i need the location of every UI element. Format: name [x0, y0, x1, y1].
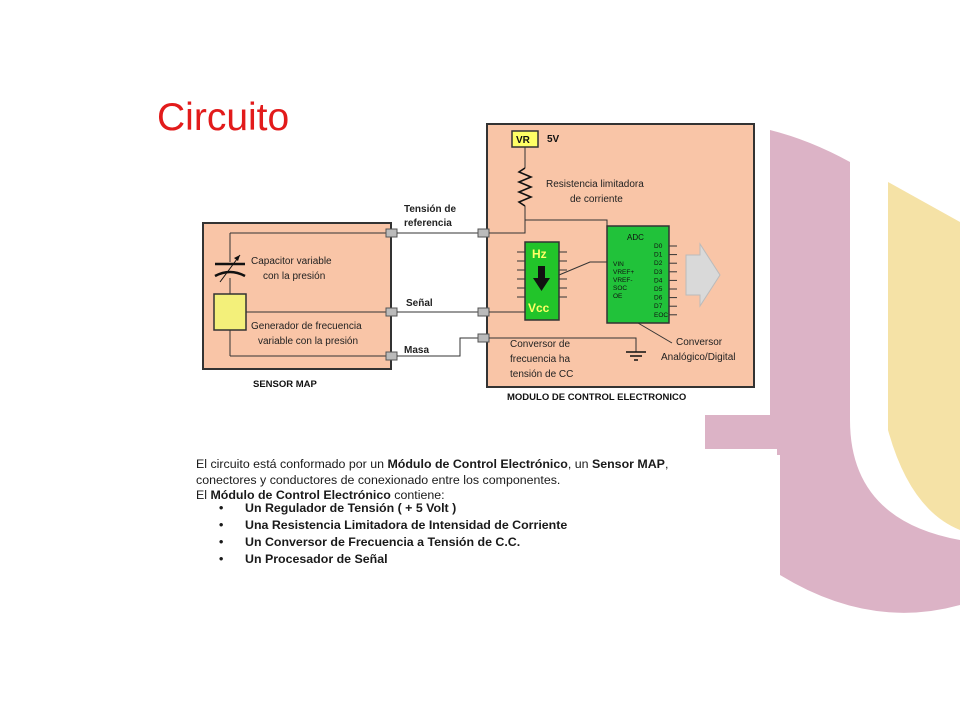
adc-output-label: EOC: [654, 312, 668, 319]
converter-label-3: tensión de CC: [510, 369, 573, 380]
description-line-1: El circuito está conformado por un Módul…: [196, 457, 669, 471]
capacitor-icon: [214, 254, 246, 283]
bullet-icon: •: [219, 552, 224, 566]
yellow-deco-shape: [888, 182, 960, 530]
description-line-3: El Módulo de Control Electrónico contien…: [196, 488, 445, 502]
adc-input-label: VIN: [613, 261, 624, 268]
module-connector-ref: [477, 228, 490, 238]
bullet-icon: •: [219, 535, 224, 549]
sensor-connector-senal: [385, 307, 398, 317]
adc-output-label: D0: [654, 243, 663, 250]
adc-output-label: D4: [654, 277, 663, 284]
adc-output-label: D6: [654, 295, 663, 302]
vr-label: VR: [516, 135, 531, 146]
bullet-icon: •: [219, 518, 224, 532]
wiring: Tensión de referencia Señal Masa: [397, 204, 478, 357]
tension-ref-label-2: referencia: [404, 218, 452, 229]
adc-label-2: Analógico/Digital: [661, 352, 736, 363]
sensor-title: SENSOR MAP: [253, 379, 318, 390]
resistor-icon: [516, 167, 534, 207]
sensor-connector-ref: [385, 228, 398, 238]
description-line-2: conectores y conductores de conexionado …: [196, 473, 561, 487]
sensor-map: SENSOR MAP Capacitor variable con la pres…: [202, 222, 398, 390]
masa-label: Masa: [404, 345, 429, 356]
adc-output-label: D7: [654, 303, 663, 310]
voltage-label: 5V: [547, 134, 560, 145]
converter-label-2: frecuencia ha: [510, 354, 570, 365]
adc-output-label: D1: [654, 252, 663, 259]
capacitor-label-2: con la presión: [263, 271, 325, 282]
arrow-down-icon: [533, 266, 550, 291]
senal-label: Señal: [406, 298, 433, 309]
sensor-connector-masa: [385, 351, 398, 361]
adc-output-arrow: [685, 242, 721, 308]
resistor-label-2: de corriente: [570, 194, 623, 205]
generator-icon: [213, 293, 247, 331]
module-connector-senal: [477, 307, 490, 317]
adc-input-label: SOC: [613, 285, 627, 292]
adc-label-1: Conversor: [676, 337, 723, 348]
adc-input-label: OE: [613, 293, 623, 300]
adc-output-label: D5: [654, 286, 663, 293]
capacitor-label-1: Capacitor variable: [251, 256, 332, 267]
hz-label: Hz: [532, 247, 547, 261]
bullet-icon: •: [219, 501, 224, 515]
description-panel: El circuito está conformado por un Módul…: [192, 449, 777, 577]
tension-ref-label-1: Tensión de: [404, 204, 456, 215]
adc-box: [606, 225, 670, 324]
pink-deco-shape: [705, 130, 960, 613]
generator-label-1: Generador de frecuencia: [251, 321, 362, 332]
module-title: MODULO DE CONTROL ELECTRONICO: [507, 392, 686, 403]
ground-icon: [626, 351, 646, 361]
adc-title: ADC: [627, 233, 644, 242]
adc-input-label: VREF+: [613, 269, 634, 276]
adc-input-label: VREF-: [613, 277, 633, 284]
slide-title: Circuito: [157, 96, 290, 139]
control-module: MODULO DE CONTROL ELECTRONICO VR 5V Resi…: [477, 123, 755, 403]
converter-label-1: Conversor de: [510, 339, 570, 350]
adc-output-label: D3: [654, 269, 663, 276]
generator-label-2: variable con la presión: [258, 336, 358, 347]
resistor-label-1: Resistencia limitadora: [546, 179, 644, 190]
module-connector-masa: [477, 333, 490, 343]
adc-output-label: D2: [654, 260, 663, 267]
vcc-label: Vcc: [528, 301, 550, 315]
